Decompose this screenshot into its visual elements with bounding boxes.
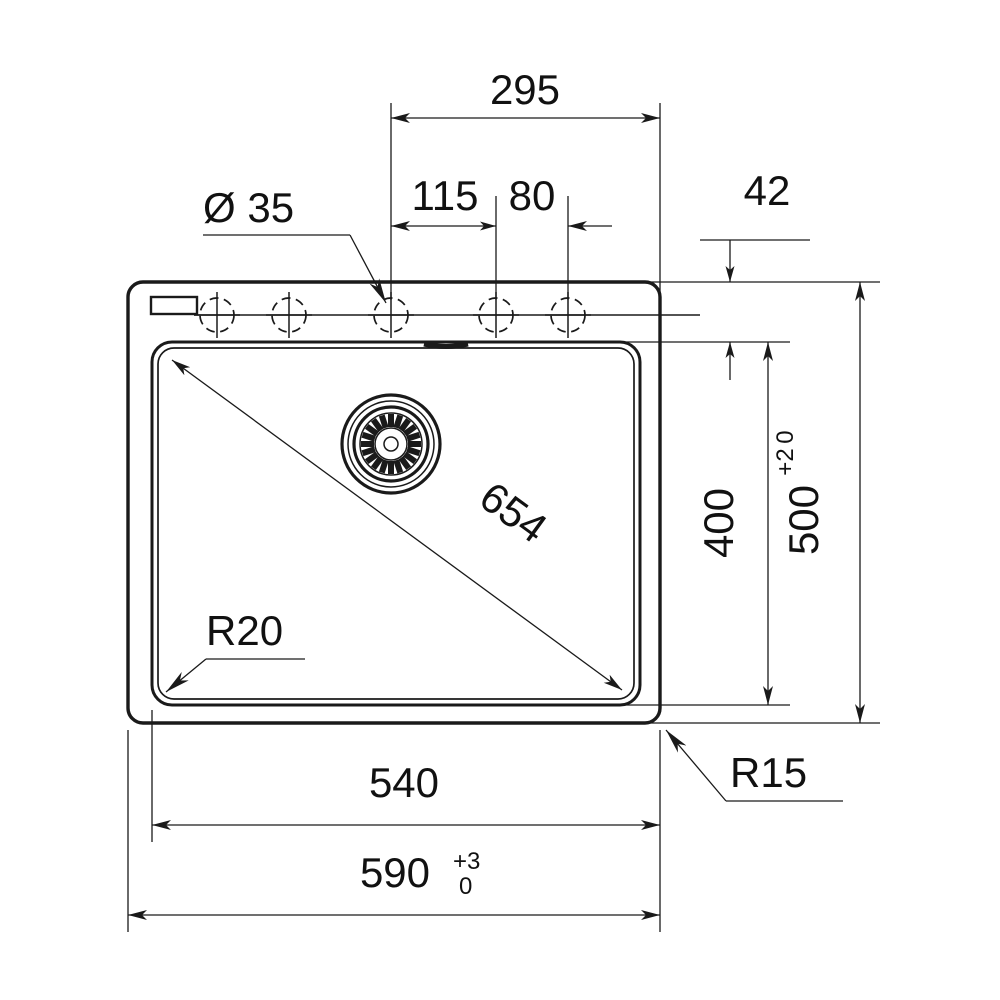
drain-grating-slots — [361, 414, 421, 474]
callout-diameter-35-label: Ø 35 — [203, 184, 294, 231]
sink-outer-rim — [126, 280, 662, 725]
dim-500: 500 +2 0 — [772, 282, 865, 723]
dim-115-80: 115 80 — [391, 172, 612, 231]
dim-654-label: 654 — [471, 473, 555, 552]
sink-bowl-inner-edge — [157, 347, 635, 700]
sink-bowl-outline — [150, 340, 642, 707]
dim-500-tol-upper: +2 — [772, 448, 799, 475]
dim-540-label: 540 — [369, 759, 439, 806]
dim-540: 540 — [152, 759, 660, 830]
overflow-slot — [149, 295, 199, 316]
callout-r15: R15 — [665, 729, 843, 802]
dim-115-label: 115 — [412, 172, 479, 219]
dim-400-label: 400 — [695, 488, 742, 558]
drain-strainer — [340, 393, 442, 495]
dim-500-label: 500 — [780, 485, 827, 555]
dim-42-label: 42 — [744, 167, 791, 214]
callout-r20: R20 — [165, 607, 305, 693]
dim-400: 400 — [695, 342, 773, 705]
dim-590-label: 590 — [360, 849, 430, 896]
dim-80-label: 80 — [509, 172, 556, 219]
callout-r15-label: R15 — [730, 749, 807, 796]
dim-295-label: 295 — [490, 66, 560, 113]
callout-r20-label: R20 — [206, 607, 283, 654]
dim-590-tol-lower: 0 — [459, 873, 472, 900]
bowl-overflow-notch — [423, 341, 469, 349]
dim-590-tol-upper: +3 — [453, 848, 480, 875]
dim-295: 295 — [391, 66, 660, 123]
dim-42: 42 — [725, 167, 791, 380]
dim-500-tol-lower: 0 — [772, 430, 799, 443]
dim-590: 590 +3 0 — [128, 848, 660, 920]
callout-diameter-35: Ø 35 — [203, 184, 387, 304]
